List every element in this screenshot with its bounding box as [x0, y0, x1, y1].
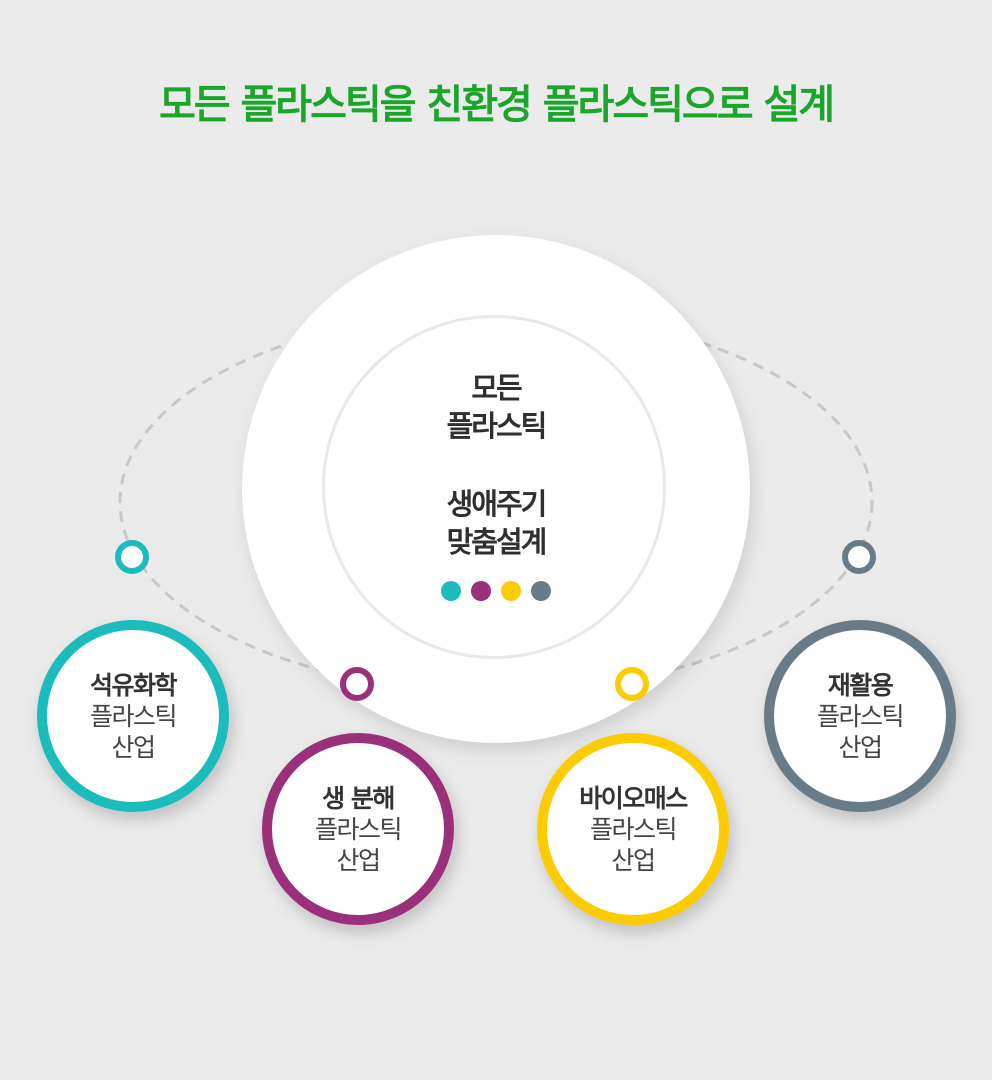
color-dots: [242, 581, 750, 601]
node-title: 생 분해: [322, 783, 395, 813]
node-title: 재활용: [827, 670, 894, 700]
node-line-3: 산업: [838, 732, 883, 762]
inner-ring: [322, 315, 666, 659]
node-title: 바이오매스: [579, 783, 688, 813]
node-petrochemical: 석유화학 플라스틱 산업: [37, 620, 229, 812]
node-biomass: 바이오매스 플라스틱 산업: [537, 733, 729, 925]
center-heading: 모든 플라스틱: [242, 369, 750, 445]
center-line-1: 모든: [471, 371, 522, 405]
yellow-orbit-marker: [615, 667, 649, 701]
gray-orbit-marker: [842, 540, 876, 574]
purple-orbit-marker: [340, 667, 374, 701]
purple-dot: [471, 581, 491, 601]
teal-orbit-marker: [115, 540, 149, 574]
node-line-2: 플라스틱: [816, 701, 905, 731]
center-line-3: 생애주기: [446, 487, 548, 521]
node-line-2: 플라스틱: [589, 814, 678, 844]
node-line-3: 산업: [336, 845, 381, 875]
center-line-2: 플라스틱: [446, 409, 548, 443]
center-line-4: 맞춤설계: [446, 525, 548, 559]
node-line-3: 산업: [111, 732, 156, 762]
node-line-2: 플라스틱: [89, 701, 178, 731]
page-title: 모든 플라스틱을 친환경 플라스틱으로 설계: [158, 82, 835, 128]
node-biodegradable: 생 분해 플라스틱 산업: [262, 733, 454, 925]
node-title: 석유화학: [89, 670, 178, 700]
node-recycling: 재활용 플라스틱 산업: [764, 620, 956, 812]
center-subheading: 생애주기 맞춤설계: [242, 485, 750, 561]
yellow-dot: [501, 581, 521, 601]
gray-dot: [531, 581, 551, 601]
node-line-2: 플라스틱: [314, 814, 403, 844]
node-line-3: 산업: [611, 845, 656, 875]
center-circle: 모든 플라스틱 생애주기 맞춤설계: [242, 235, 750, 743]
teal-dot: [441, 581, 461, 601]
